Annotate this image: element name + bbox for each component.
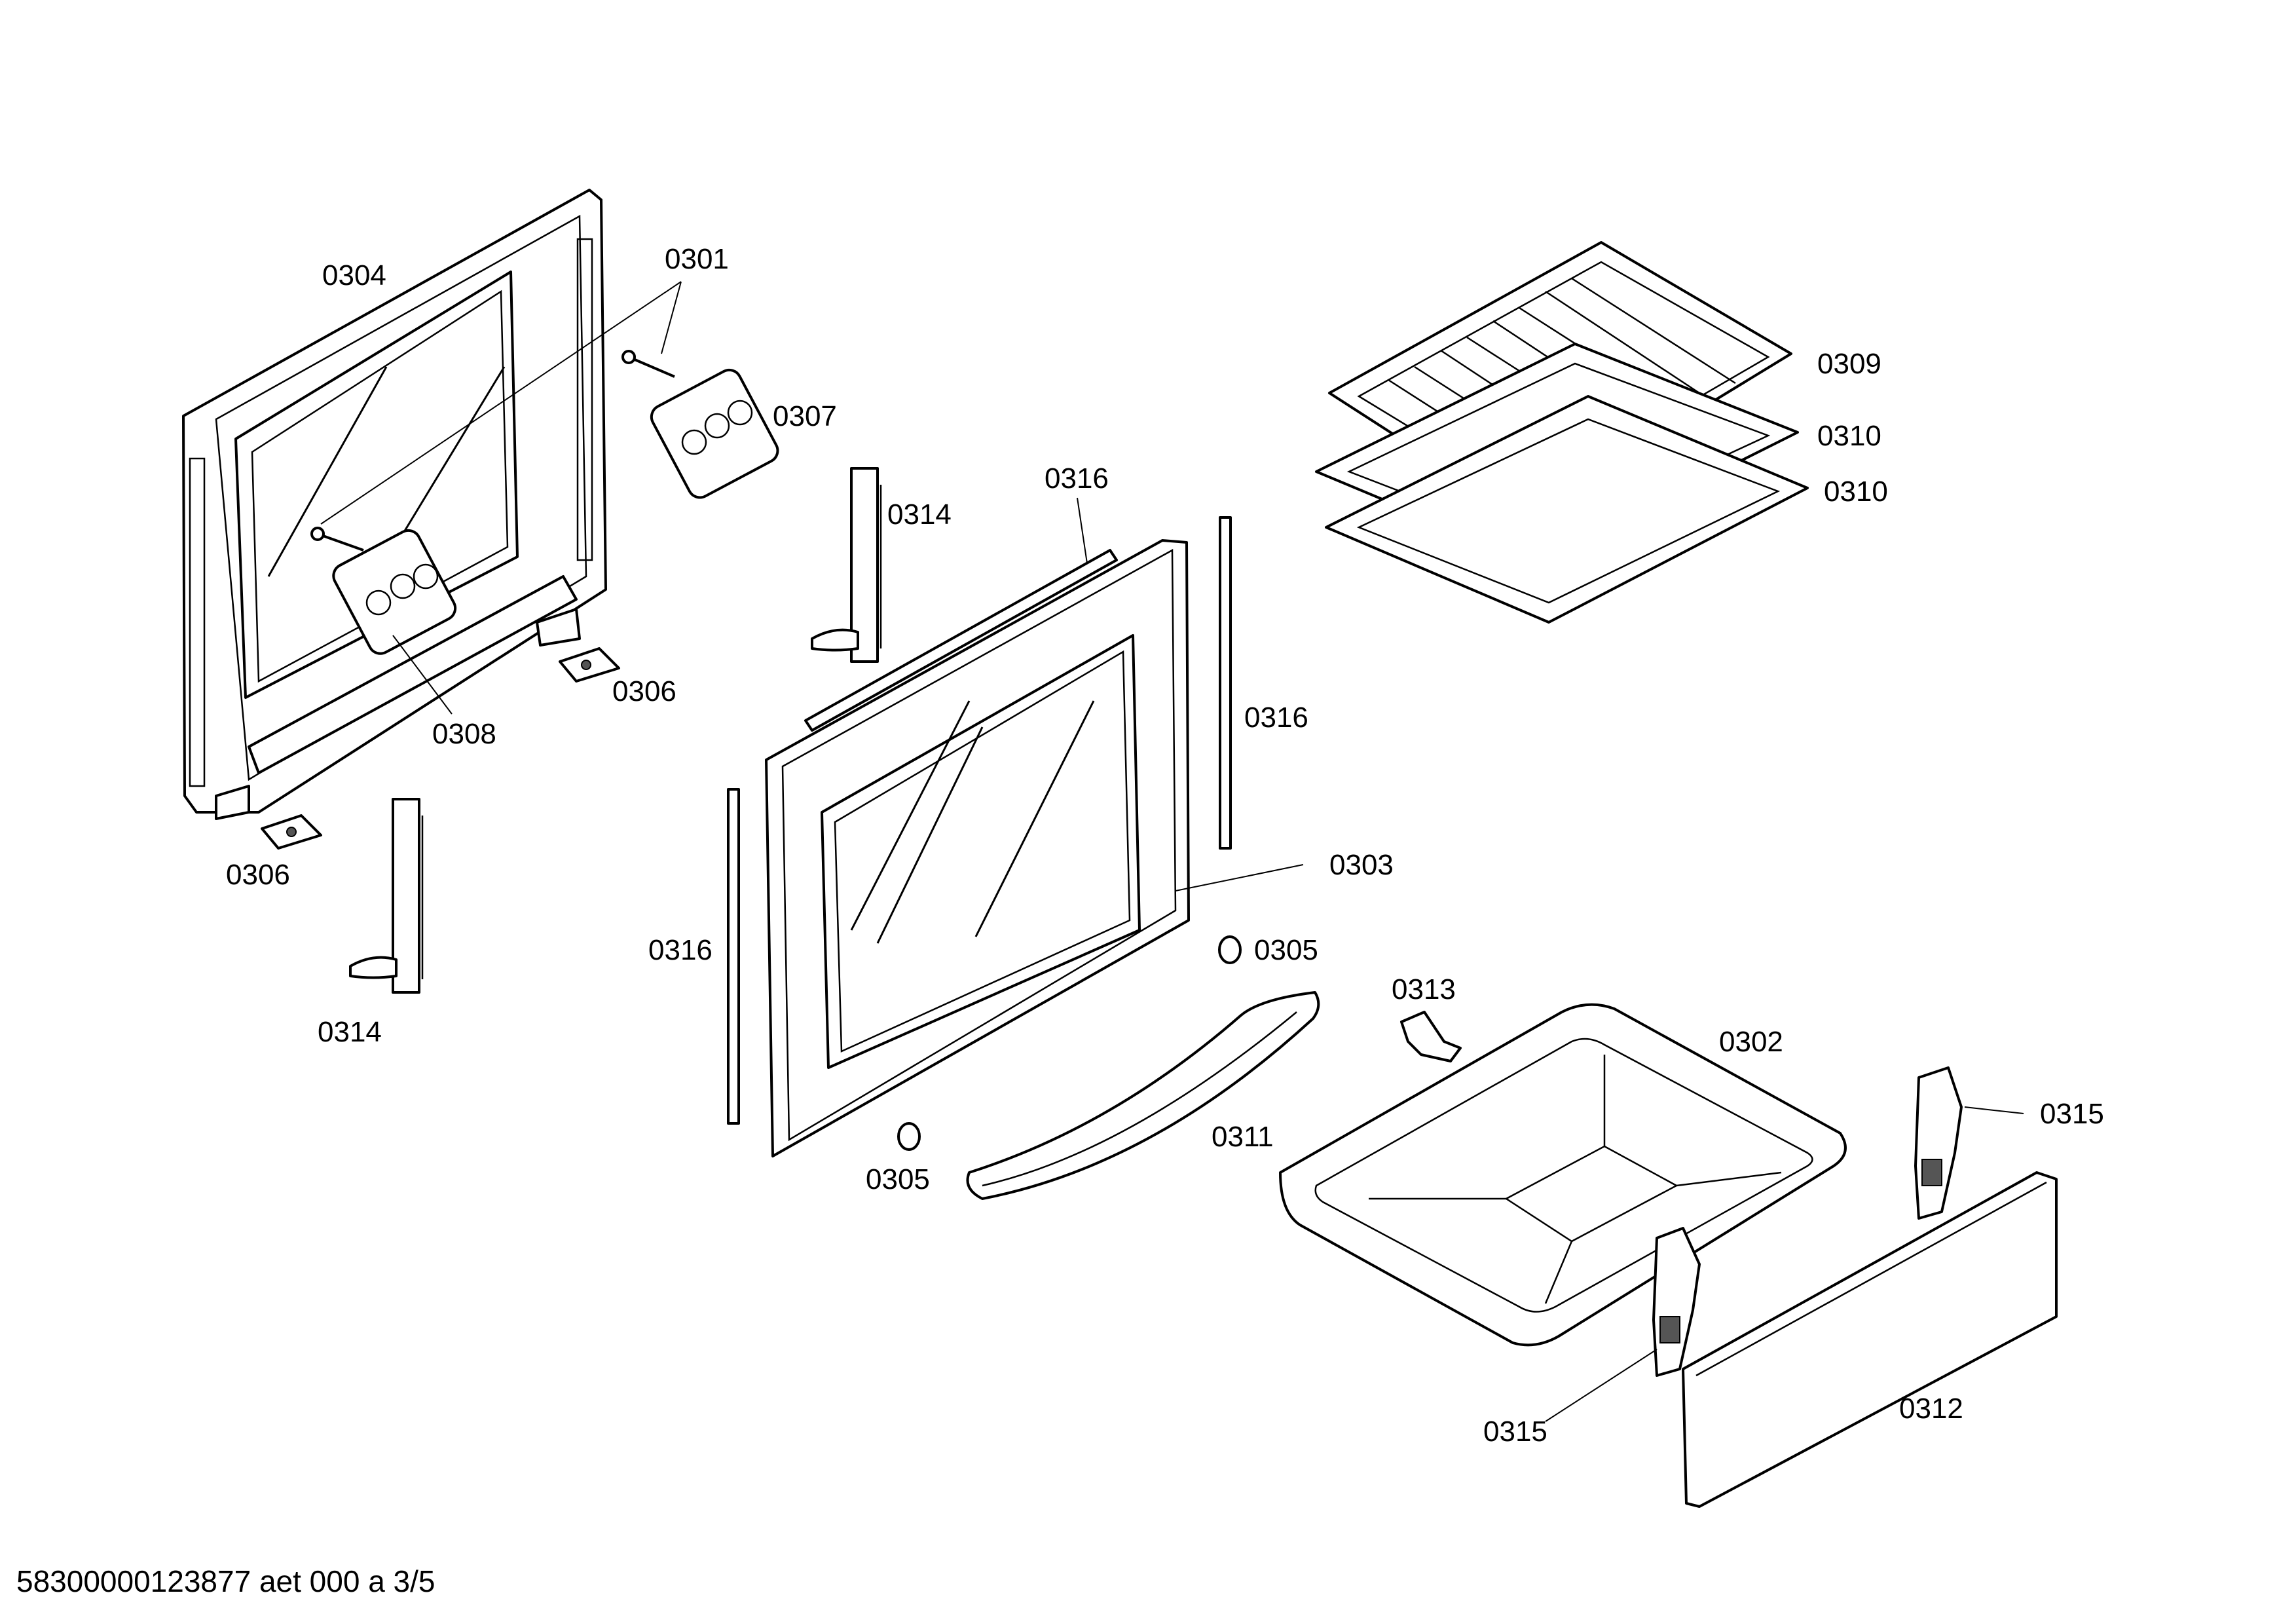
label-0316-top: 0316 (1045, 462, 1109, 495)
label-0305-upper: 0305 (1254, 934, 1318, 966)
label-0306-upper: 0306 (612, 675, 676, 707)
part-0302-drawer-pan (1279, 1003, 1847, 1347)
label-0313: 0313 (1392, 973, 1456, 1005)
part-0316-seal-left (727, 788, 740, 1125)
label-0302: 0302 (1719, 1026, 1783, 1058)
part-0304-back-panel (182, 189, 607, 820)
part-0303-door-glass (765, 539, 1304, 1157)
part-0306-hinge-plate-upper (559, 647, 620, 683)
label-0301: 0301 (665, 243, 729, 275)
part-0305-knob-lower (897, 1122, 921, 1151)
label-0309: 0309 (1817, 348, 1881, 380)
part-0314-hinge-upper (811, 467, 882, 663)
label-0303: 0303 (1329, 849, 1394, 881)
part-0301-screws (310, 281, 682, 552)
part-0314-hinge-lower (349, 798, 424, 994)
label-0314-lower: 0314 (318, 1016, 382, 1048)
part-0315-rail-right (1914, 1066, 2024, 1220)
label-0310-lower: 0310 (1824, 476, 1888, 508)
part-0315-rail-left (1545, 1227, 1701, 1422)
part-0311-door-handle (966, 991, 1320, 1200)
part-0305-knob-upper (1218, 935, 1242, 964)
part-0307-trim (650, 368, 779, 499)
label-0316-left: 0316 (648, 934, 713, 966)
label-0310-upper: 0310 (1817, 420, 1881, 452)
label-0306-lower: 0306 (226, 859, 290, 891)
label-0307: 0307 (773, 400, 837, 432)
part-0306-hinge-plate-lower (261, 814, 322, 850)
label-0315-left: 0315 (1483, 1416, 1547, 1448)
label-0311: 0311 (1212, 1121, 1274, 1153)
part-0316-seal-right (1219, 516, 1232, 850)
part-0312-drawer-front (1682, 1171, 2058, 1508)
part-0308-trim (332, 529, 457, 715)
label-0315-right: 0315 (2040, 1098, 2104, 1130)
label-0308: 0308 (432, 718, 496, 750)
part-0310-baking-tray-lower (1325, 395, 1809, 624)
document-footer-code: 58300000123877 aet 000 a 3/5 (16, 1564, 435, 1598)
label-0314-upper: 0314 (887, 498, 952, 531)
label-0305-lower: 0305 (866, 1163, 930, 1195)
label-0312: 0312 (1899, 1393, 1963, 1425)
part-0316-seal-top (804, 497, 1118, 732)
part-0313-clip (1400, 1011, 1462, 1062)
label-0316-right: 0316 (1244, 702, 1308, 734)
label-0304: 0304 (322, 259, 386, 291)
